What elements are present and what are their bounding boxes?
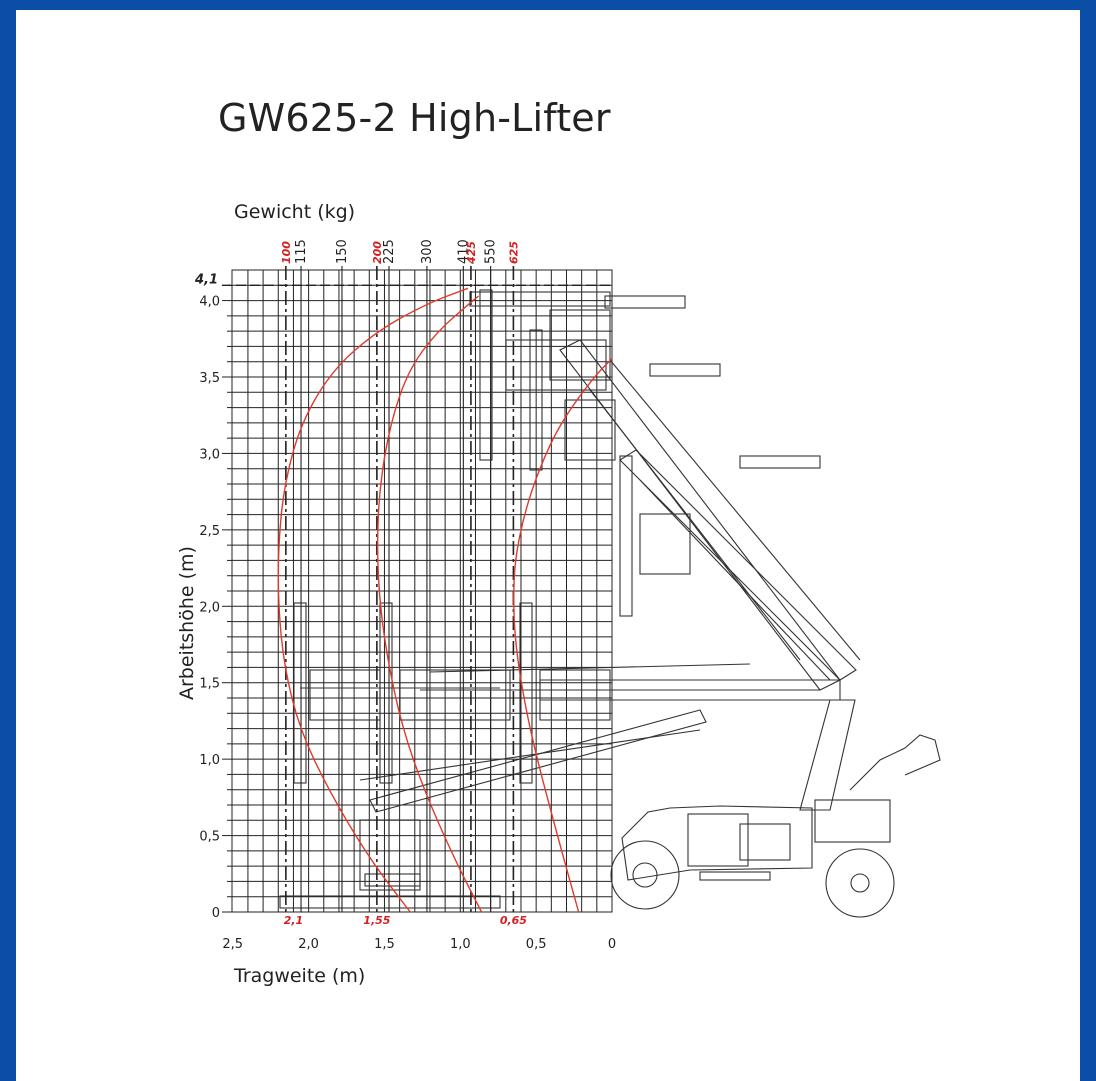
y-tick-label: 0 [212,906,220,921]
weight-label: 550 [484,239,499,264]
reach-curves [277,287,613,913]
y-axis-label: Arbeitshöhe (m) [176,546,198,700]
x-tick-label: 0 [608,937,616,952]
x-axis-label: Tragweite (m) [233,965,365,987]
weight-label: 300 [420,239,435,264]
axis-tick-labels: 0 0,5 1,0 1,5 2,0 2,5 3,0 3,5 4,0 4,1 2,5 2,0 1,5 1,0… [194,239,616,952]
handle [849,734,941,791]
boom-horizontal [300,663,841,701]
x-tick-label: 2,5 [222,937,243,952]
y-tick-label: 2,5 [199,524,220,539]
reach-curve [277,287,469,913]
weight-label: 225 [382,239,397,264]
y-tick-label: 3,0 [199,447,220,462]
marked-reach-label: 2,1 [284,914,304,927]
clamp-heads [279,289,821,909]
marked-reach-label: 0,65 [500,914,527,927]
top-axis-label: Gewicht (kg) [234,201,355,223]
weight-label: 625 [507,241,520,264]
mast [799,699,856,811]
weight-label: 150 [335,239,350,264]
y-tick-label: 4,0 [199,295,220,310]
weight-label: 410 [456,239,471,264]
y-tick-label: 2,0 [199,600,220,615]
weight-label: 115 [294,239,309,264]
grille [699,871,771,881]
x-tick-label: 2,0 [298,937,319,952]
marked-reach-label: 1,55 [363,914,390,927]
control-panel [814,799,891,843]
motor-housing [739,823,791,861]
y-tick-label: 0,5 [199,830,220,845]
weight-label: 200 [371,241,384,264]
boom-low [359,709,707,813]
page-title: GW625-2 High-Lifter [218,96,611,140]
reach-curve [376,295,483,913]
chassis-body [621,805,813,881]
y-tick-label: 1,0 [199,753,220,768]
high-lifter-machine-drawing [279,289,941,918]
weight-label: 425 [465,241,478,265]
weight-lines [222,266,612,912]
reach-curve [513,358,613,913]
x-tick-label: 0,5 [526,937,547,952]
boom-mid [619,449,857,681]
rear-wheel-hub [850,873,870,893]
y-tick-label: 3,5 [199,371,220,386]
x-tick-label: 1,5 [374,937,395,952]
x-tick-label: 1,0 [450,937,471,952]
rear-wheel [825,848,895,918]
front-wheel [610,840,680,910]
weight-label: 100 [280,241,293,264]
front-wheel-hub [632,862,658,888]
marked-height-label: 4,1 [194,272,218,287]
chart-grid [222,269,613,913]
y-tick-label: 1,5 [199,677,220,692]
battery-box [687,813,749,867]
